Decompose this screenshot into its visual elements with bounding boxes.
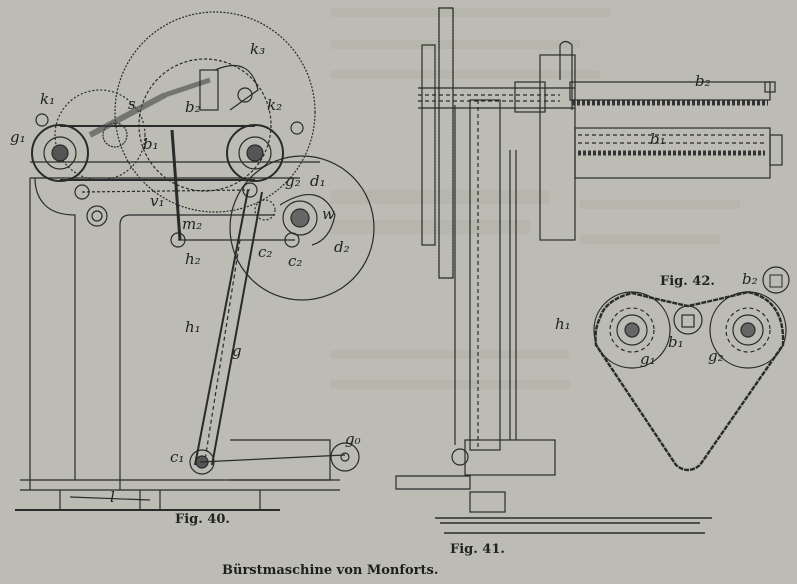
label-k2: k₂ (267, 96, 283, 114)
fig42-title: Fig. 42. (660, 274, 715, 289)
fig42-drawing (593, 266, 790, 472)
label-k3: k₃ (250, 40, 266, 58)
label-d1: d₁ (310, 172, 326, 190)
brush-b2 (569, 81, 771, 101)
gear-wide (438, 7, 454, 279)
label-k1: k₁ (40, 90, 56, 108)
fig41-drawing (395, 7, 783, 534)
fig42-label-b2: b₂ (742, 270, 758, 288)
fig42-label-g2: g₂ (708, 347, 724, 365)
left-gear (54, 89, 146, 181)
label-h1: h₁ (185, 318, 201, 336)
fig40-drawing (15, 11, 375, 511)
label-b2: b₂ (185, 98, 201, 116)
fig40-title: Fig. 40. (175, 512, 230, 527)
fig42-label-g1: g₁ (640, 350, 656, 368)
label-c2-second: c₂ (288, 252, 303, 270)
fig42-label-b1: b₁ (668, 333, 684, 351)
page-caption: Bürstmaschine von Monforts. (222, 563, 439, 578)
label-g: g (232, 342, 242, 360)
label-g2: g₂ (285, 172, 301, 190)
label-d2: d₂ (334, 238, 350, 256)
fig41-label-b2: b₂ (695, 72, 711, 90)
fig41-label-b1: b₁ (650, 130, 666, 148)
label-l: l (110, 488, 115, 506)
label-g1: g₁ (10, 128, 26, 146)
fig41-label-h1: h₁ (555, 315, 571, 333)
label-c2: c₂ (258, 243, 273, 261)
label-c1: c₁ (170, 448, 185, 466)
label-b1: b₁ (143, 135, 159, 153)
label-h2: h₂ (185, 250, 201, 268)
cam-circle (229, 155, 375, 301)
label-w: w (322, 205, 335, 223)
fig41-title: Fig. 41. (450, 542, 505, 557)
large-gear (114, 11, 316, 213)
label-m2: m₂ (182, 215, 203, 233)
gear-small (421, 44, 436, 246)
label-g0: g₀ (345, 430, 361, 448)
label-v1: v₁ (150, 192, 165, 210)
label-s: s (128, 95, 136, 113)
